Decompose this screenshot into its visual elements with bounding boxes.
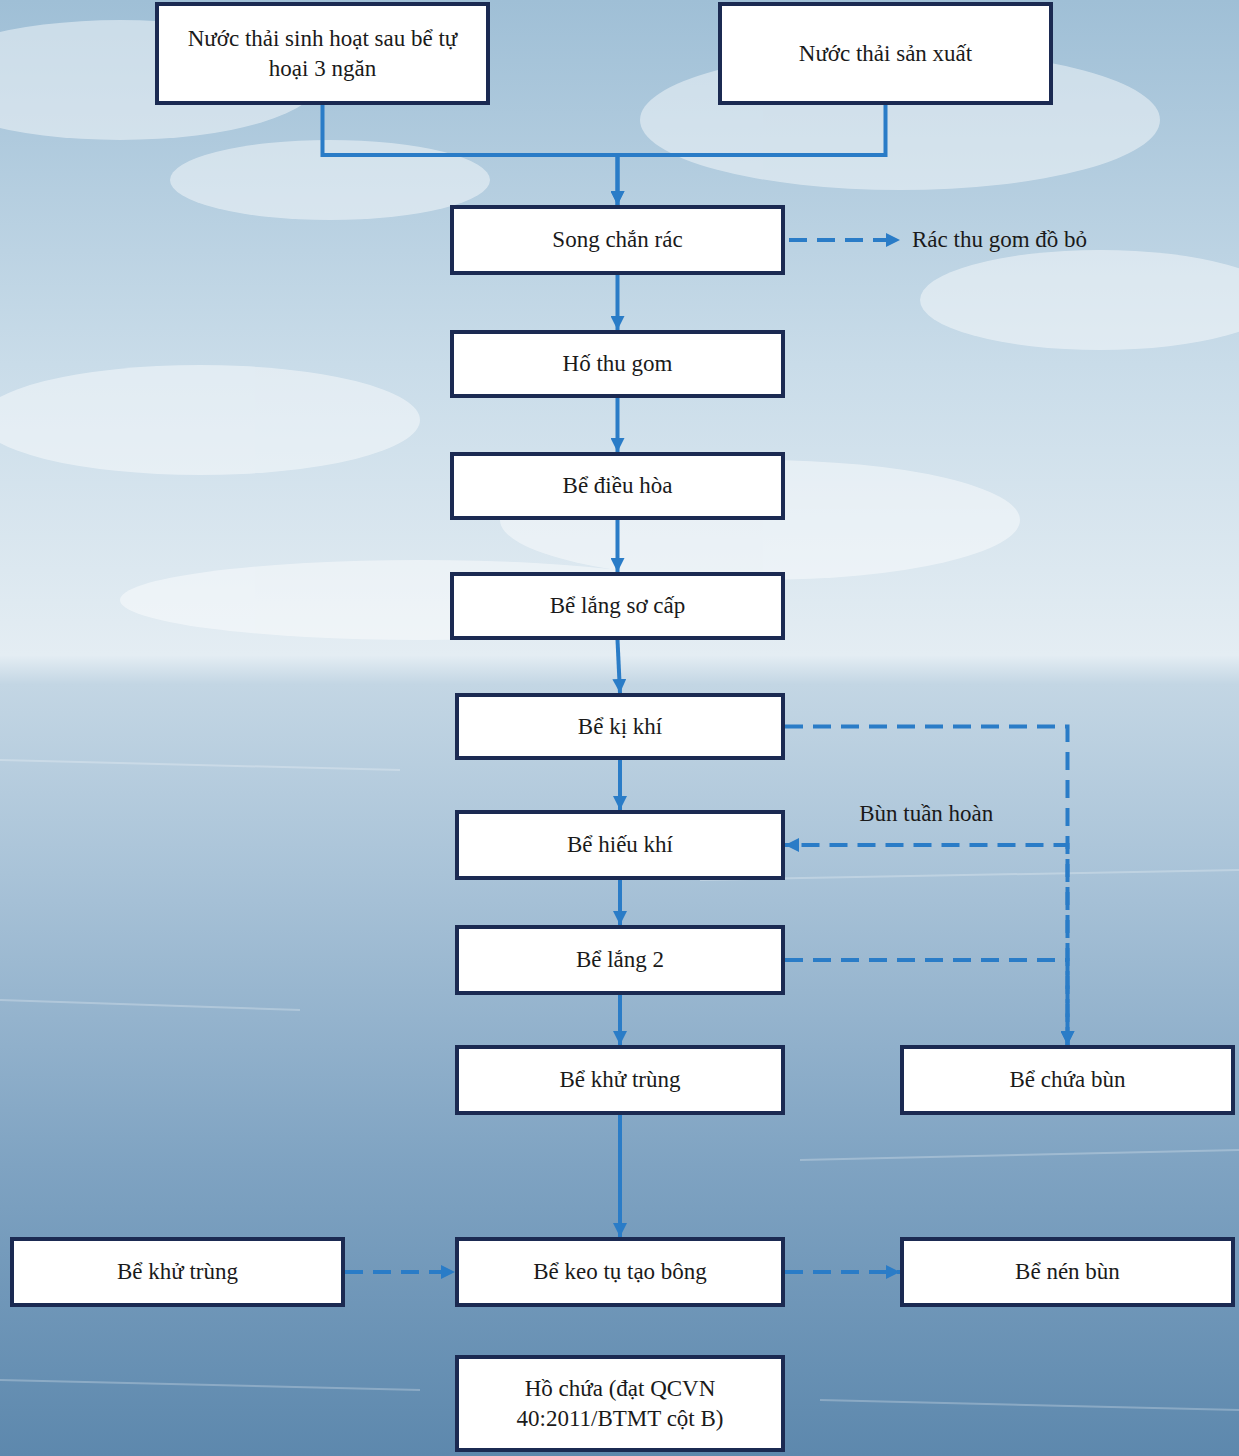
process-box: Hồ chứa (đạt QCVN 40:2011/BTMT cột B) — [455, 1355, 785, 1452]
sludge-connector — [785, 1270, 900, 1274]
process-box: Bể chứa bùn — [900, 1045, 1235, 1115]
flow-arrow — [618, 1115, 622, 1237]
box-label: Bể hiếu khí — [567, 830, 673, 860]
clouds — [0, 20, 1239, 640]
box-label: Bể điều hòa — [563, 471, 673, 501]
box-label: Nước thải sinh hoạt sau bể tự hoại 3 ngă… — [181, 24, 464, 84]
box-label: Bể kị khí — [578, 712, 662, 742]
process-box: Nước thải sản xuất — [718, 2, 1053, 105]
flow-arrow — [616, 398, 620, 452]
box-label: Bể chứa bùn — [1010, 1065, 1126, 1095]
sludge-connector — [785, 727, 1068, 1046]
box-label: Bể keo tụ tạo bông — [533, 1257, 707, 1287]
process-box: Nước thải sinh hoạt sau bể tự hoại 3 ngă… — [155, 2, 490, 105]
box-label: Bể khử trùng — [117, 1257, 238, 1287]
flow-arrow — [618, 760, 622, 810]
process-box: Song chắn rác — [450, 205, 785, 275]
box-label: Bể lắng sơ cấp — [550, 591, 685, 621]
note-label: Rác thu gom đồ bỏ — [912, 225, 1087, 255]
box-label: Hồ chứa (đạt QCVN 40:2011/BTMT cột B) — [481, 1374, 759, 1434]
box-label: Hố thu gom — [563, 349, 673, 379]
process-box: Bể kị khí — [455, 693, 785, 760]
sludge-connector — [345, 1270, 455, 1274]
process-box: Bể điều hòa — [450, 452, 785, 520]
process-box: Bể hiếu khí — [455, 810, 785, 880]
waste-arrow — [789, 238, 900, 242]
process-box: Bể lắng 2 — [455, 925, 785, 995]
flow-arrow — [618, 880, 622, 925]
process-box: Bể nén bùn — [900, 1237, 1235, 1307]
edge-label: Bùn tuần hoàn — [859, 799, 993, 829]
flow-arrow — [616, 520, 620, 572]
sea-ripples — [0, 760, 1239, 1410]
process-box: Bể khử trùng — [455, 1045, 785, 1115]
flow-arrow — [616, 275, 620, 330]
box-label: Song chắn rác — [552, 225, 682, 255]
box-label: Bể lắng 2 — [576, 945, 664, 975]
sludge-connector — [785, 845, 1068, 1045]
flow-arrow — [618, 640, 621, 693]
box-label: Bể khử trùng — [559, 1065, 680, 1095]
process-box: Hố thu gom — [450, 330, 785, 398]
process-box: Bể khử trùng — [10, 1237, 345, 1307]
flow-arrow — [618, 105, 886, 205]
box-label: Nước thải sản xuất — [799, 39, 972, 69]
box-label: Bể nén bùn — [1015, 1257, 1120, 1287]
flow-arrow — [618, 995, 622, 1045]
sludge-connector — [785, 960, 1068, 1045]
flow-arrow — [323, 105, 618, 205]
process-box: Bể keo tụ tạo bông — [455, 1237, 785, 1307]
process-box: Bể lắng sơ cấp — [450, 572, 785, 640]
